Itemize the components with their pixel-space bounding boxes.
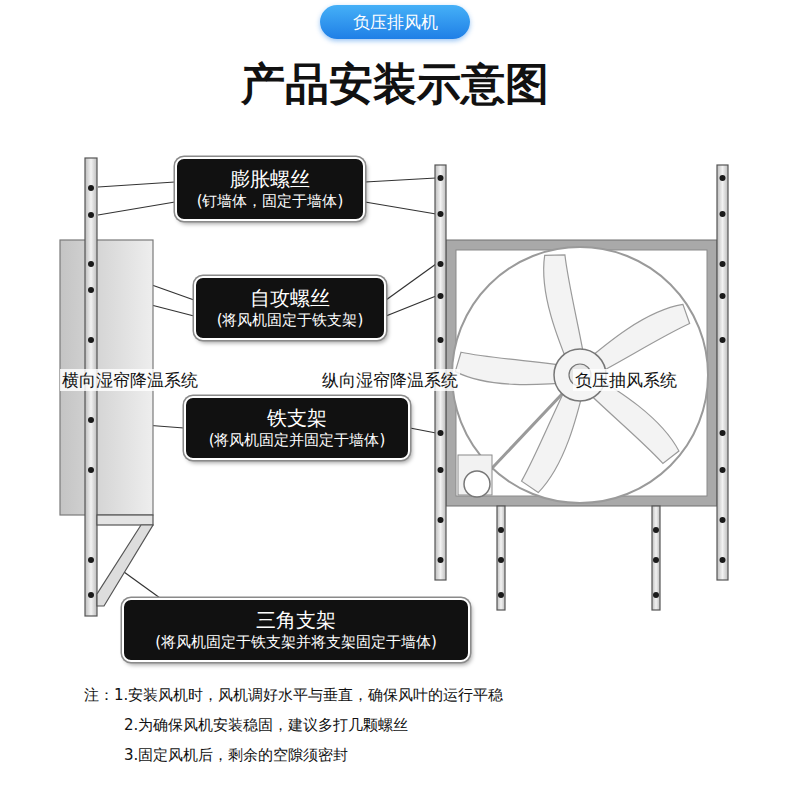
triangle-bracket	[97, 525, 153, 606]
system-label: 横向湿帘降温系统	[60, 369, 200, 391]
screw-hole	[88, 212, 94, 218]
page-heading: 产品安装示意图	[0, 58, 790, 111]
system-label: 纵向湿帘降温系统	[320, 369, 460, 391]
screw-hole	[720, 175, 726, 181]
screw-hole	[653, 557, 659, 563]
leader-line	[410, 428, 436, 433]
screw-hole	[438, 430, 444, 436]
screw-hole	[438, 337, 444, 343]
callout-note: (将风机固定并固定于墙体)	[198, 431, 396, 451]
screw-hole	[88, 417, 94, 423]
screw-hole	[498, 592, 504, 598]
system-label: 负压抽风系统	[573, 369, 679, 391]
leader-line	[386, 264, 436, 300]
screw-hole	[88, 592, 94, 598]
screw-hole	[88, 337, 94, 343]
support-leg	[497, 506, 505, 610]
callout-box: 铁支架(将风机固定并固定于墙体)	[184, 396, 410, 460]
callout-note: (将风机固定于铁支架)	[208, 311, 372, 331]
note-text: 注：1.安装风机时，风机调好水平与垂直，确保风叶的运行平稳	[84, 686, 503, 706]
callout-box: 自攻螺丝(将风机固定于铁支架)	[194, 276, 386, 340]
screw-hole	[720, 430, 726, 436]
title-badge: 负压排风机	[320, 5, 470, 39]
screw-hole	[498, 557, 504, 563]
screw-hole	[720, 211, 726, 217]
callout-note: (将风机固定于铁支架并将支架固定于墙体)	[136, 633, 456, 653]
callout-heading: 三角支架	[136, 607, 456, 633]
screw-hole	[88, 287, 94, 293]
leader-line	[98, 182, 175, 187]
screw-hole	[88, 557, 94, 563]
motor-pulley	[464, 471, 490, 497]
leader-line	[365, 178, 436, 182]
screw-hole	[438, 517, 444, 523]
screw-hole	[438, 293, 444, 299]
screw-hole	[438, 175, 444, 181]
callout-note: (钉墙体，固定于墙体)	[189, 192, 351, 212]
leader-line	[386, 296, 436, 316]
note-text: 2.为确保风机安装稳固，建议多打几颗螺丝	[124, 716, 408, 736]
screw-hole	[88, 185, 94, 191]
leader-line	[124, 572, 160, 598]
leader-line	[365, 202, 436, 214]
screw-hole	[498, 527, 504, 533]
screw-hole	[720, 293, 726, 299]
screw-hole	[720, 557, 726, 563]
screw-hole	[88, 261, 94, 267]
badge-text: 负压排风机	[336, 11, 454, 33]
callout-box: 膨胀螺丝(钉墙体，固定于墙体)	[175, 157, 365, 221]
iron-post	[717, 165, 728, 580]
screw-hole	[720, 517, 726, 523]
note-text: 3.固定风机后，剩余的空隙须密封	[124, 746, 348, 766]
screw-hole	[720, 337, 726, 343]
screw-hole	[653, 527, 659, 533]
screw-hole	[88, 467, 94, 473]
support-leg	[652, 506, 660, 610]
screw-hole	[438, 467, 444, 473]
callout-heading: 自攻螺丝	[208, 285, 372, 311]
fan-blades	[454, 252, 692, 495]
callout-heading: 铁支架	[198, 405, 396, 431]
screw-hole	[720, 261, 726, 267]
screw-hole	[720, 467, 726, 473]
screw-hole	[438, 557, 444, 563]
fan-frame	[446, 240, 717, 506]
screw-hole	[438, 261, 444, 267]
fan-ring	[452, 247, 708, 503]
leader-line	[98, 202, 175, 215]
screw-hole	[438, 211, 444, 217]
bracket-bar	[97, 515, 153, 525]
screw-hole	[653, 592, 659, 598]
callout-box: 三角支架(将风机固定于铁支架并将支架固定于墙体)	[122, 598, 470, 662]
callout-heading: 膨胀螺丝	[189, 166, 351, 192]
